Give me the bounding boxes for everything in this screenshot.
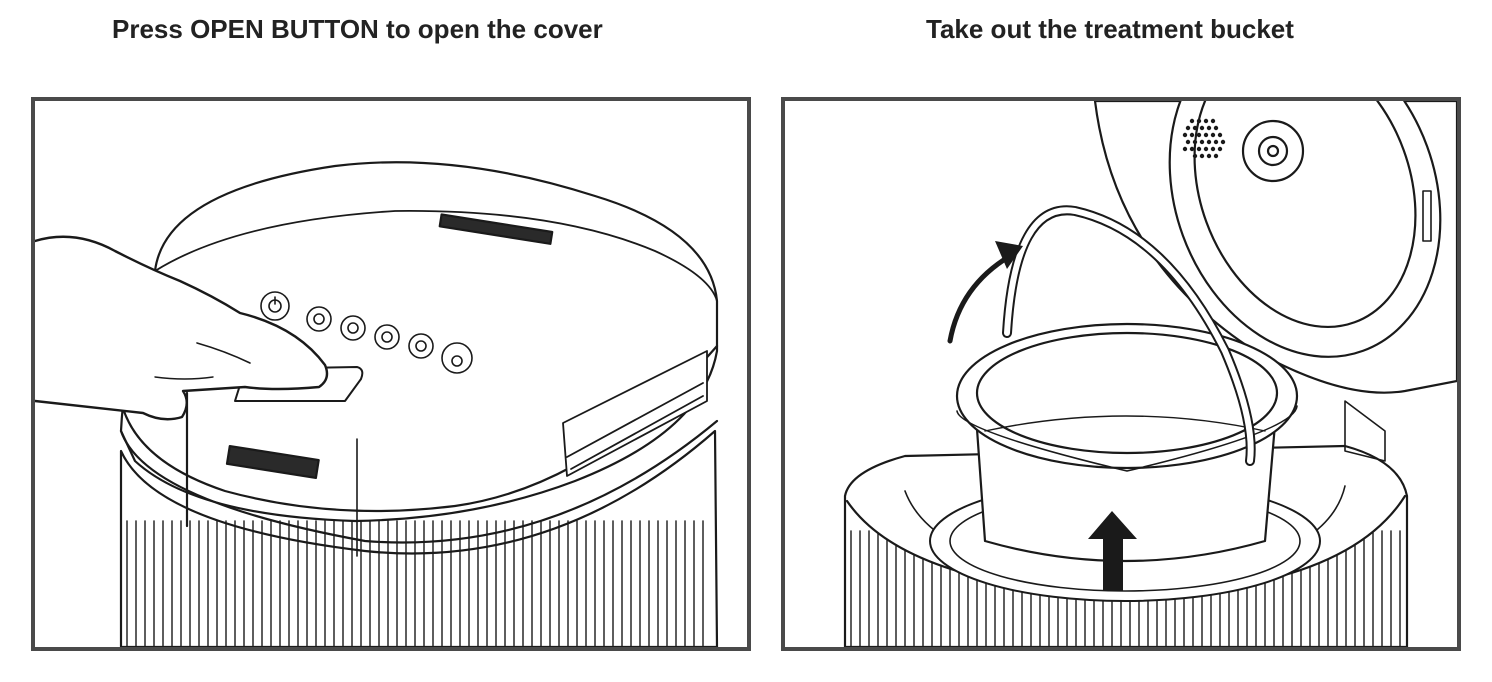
vent-dot — [1189, 118, 1195, 124]
up-arrow-icon — [1088, 511, 1137, 591]
hand-icon — [35, 235, 329, 421]
display-strip — [438, 213, 554, 245]
step-take-out-caption: Take out the treatment bucket — [926, 14, 1294, 44]
step-open-caption: Press OPEN BUTTON to open the cover — [112, 14, 603, 44]
vent-dot — [1199, 139, 1205, 145]
open-cover-illustration — [31, 97, 751, 651]
vent-dot — [1196, 146, 1202, 152]
vent-dot — [1206, 139, 1212, 145]
mode-icon[interactable] — [408, 333, 434, 359]
open-lid — [1093, 101, 1457, 462]
vent-dot — [1213, 139, 1219, 145]
vent-dot — [1220, 139, 1226, 145]
vent-dot — [1203, 118, 1209, 124]
vent-dot — [1199, 153, 1205, 159]
rotate-arrow-icon — [947, 241, 1023, 344]
lock-icon[interactable] — [441, 342, 473, 374]
vent-dots — [1182, 118, 1226, 159]
vent-dot — [1217, 146, 1223, 152]
vent-dot — [1210, 146, 1216, 152]
mode-icon[interactable] — [306, 306, 332, 332]
vent-dot — [1192, 153, 1198, 159]
treatment-bucket[interactable] — [955, 322, 1299, 563]
logo-plate — [225, 444, 320, 480]
vent-dot — [1213, 125, 1219, 131]
power-icon[interactable] — [260, 291, 290, 321]
vent-dot — [1210, 132, 1216, 138]
vent-dot — [1189, 132, 1195, 138]
vent-dot — [1182, 132, 1188, 138]
vent-dot — [1196, 132, 1202, 138]
vent-dot — [1217, 132, 1223, 138]
vent-dot — [1203, 132, 1209, 138]
vent-dot — [1210, 118, 1216, 124]
vent-dot — [1192, 139, 1198, 145]
mode-icon[interactable] — [340, 315, 366, 341]
control-panel — [260, 291, 473, 374]
vent-dot — [1185, 139, 1191, 145]
vent-dot — [1206, 153, 1212, 159]
vent-dot — [1213, 153, 1219, 159]
take-out-bucket-illustration — [781, 97, 1461, 651]
side-vent — [562, 350, 708, 477]
vent-dot — [1185, 125, 1191, 131]
vent-dot — [1199, 125, 1205, 131]
vent-dot — [1192, 125, 1198, 131]
vent-dot — [1203, 146, 1209, 152]
vent-dot — [1206, 125, 1212, 131]
vent-dot — [1196, 118, 1202, 124]
mode-icon[interactable] — [374, 324, 400, 350]
vent-dot — [1189, 146, 1195, 152]
ribbed-body — [119, 429, 719, 647]
vent-dot — [1182, 146, 1188, 152]
